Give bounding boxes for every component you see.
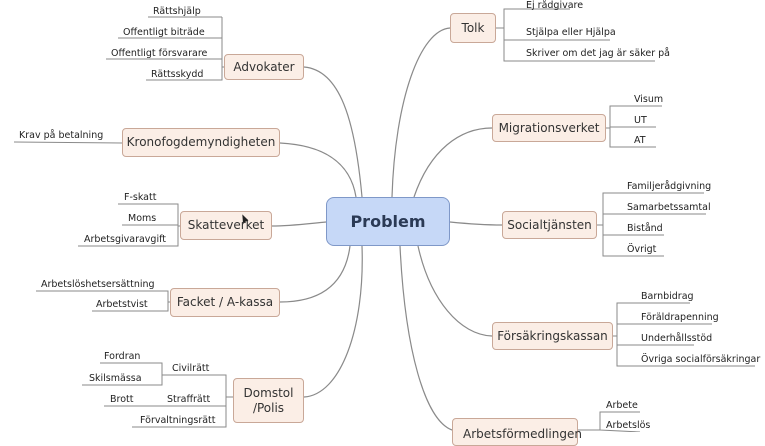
leaf-arbetslos[interactable]: Arbetslös (606, 420, 651, 431)
leaf-offentligt-forsvarare[interactable]: Offentligt försvarare (111, 48, 208, 59)
leaf-fordran[interactable]: Fordran (104, 351, 141, 362)
node-advokater-label: Advokater (233, 59, 295, 74)
node-kronofogdemyndigheten[interactable]: Kronofogdemyndigheten (122, 128, 280, 157)
connector-kronofogd (279, 142, 357, 198)
leaf-brott[interactable]: Brott (110, 394, 134, 405)
leaf-arbetsloshetsersattning[interactable]: Arbetslöshetsersättning (41, 279, 155, 290)
connector-skatteverket (271, 221, 327, 227)
connector-forsakringskassan (417, 245, 493, 337)
leaf-arbetsgivaravgift[interactable]: Arbetsgivaravgift (84, 234, 166, 245)
leaf-underhallsstod[interactable]: Underhållsstöd (641, 333, 713, 344)
leaf-skilsmassa[interactable]: Skilsmässa (89, 373, 142, 384)
leaf-familjeradgivning[interactable]: Familjerådgivning (627, 181, 712, 192)
node-skatteverket[interactable]: Skatteverket (180, 211, 272, 240)
connectors (271, 27, 503, 431)
node-migrationsverket-label: Migrationsverket (498, 120, 600, 135)
node-tolk-label: Tolk (461, 20, 485, 35)
node-facket-a-kassa[interactable]: Facket / A-kassa (170, 288, 280, 317)
connector-socialtjansten (449, 221, 503, 226)
leaf-foraldrapenning[interactable]: Föräldrapenning (641, 312, 719, 323)
leaf-krav-pa-betalning[interactable]: Krav på betalning (19, 130, 104, 141)
leaf-visum[interactable]: Visum (634, 94, 664, 105)
node-migrationsverket[interactable]: Migrationsverket (492, 114, 606, 142)
node-arbetsformedlingen-label: Arbetsförmedlingen (463, 427, 582, 441)
leaf-moms[interactable]: Moms (128, 213, 157, 224)
node-forsakringskassan-label: Försäkringskassan (497, 328, 608, 343)
node-arbetsformedlingen[interactable]: Arbetsförmedlingen (452, 418, 582, 446)
node-advokater[interactable]: Advokater (224, 54, 304, 80)
leaf-ovrigt[interactable]: Övrigt (627, 244, 657, 255)
node-domstol-label-2: /Polis (252, 400, 285, 415)
leaf-skriver-om[interactable]: Skriver om det jag är säker på (526, 48, 670, 59)
node-kronofogd-label: Kronofogdemyndigheten (126, 135, 276, 149)
leaf-ej-radgivare[interactable]: Ej rådgivare (526, 0, 584, 11)
leaf-civilratt[interactable]: Civilrätt (172, 363, 210, 374)
leaf-straffratt[interactable]: Straffrätt (167, 394, 211, 405)
node-socialtjansten[interactable]: Socialtjänsten (502, 211, 597, 239)
connector-arbetsformedlingen (399, 245, 453, 431)
leaf-samarbetssamtal[interactable]: Samarbetssamtal (627, 202, 711, 213)
leaf-f-skatt[interactable]: F-skatt (124, 192, 157, 203)
connector-domstol (303, 245, 363, 398)
center-node-label: Problem (350, 212, 426, 231)
mind-map-canvas (13, 8, 755, 432)
connector-migrationsverket (413, 127, 493, 198)
node-socialtjansten-label: Socialtjänsten (507, 217, 592, 232)
node-skatteverket-label: Skatteverket (187, 218, 265, 232)
leaf-forvaltningsratt[interactable]: Förvaltningsrätt (140, 415, 216, 426)
leaf-bistand[interactable]: Bistånd (627, 223, 663, 234)
node-domstol-polis[interactable]: Domstol /Polis (233, 378, 304, 423)
connector-facket (279, 245, 351, 303)
leaf-ovriga-socialforsakringar[interactable]: Övriga socialförsäkringar (641, 354, 761, 365)
leaf-barnbidrag[interactable]: Barnbidrag (641, 291, 694, 302)
leaf-at[interactable]: AT (634, 135, 646, 146)
node-facket-label: Facket / A-kassa (176, 295, 274, 309)
center-node-problem[interactable]: Problem (326, 197, 450, 246)
leaf-connectors (13, 8, 755, 432)
leaf-arbete[interactable]: Arbete (606, 400, 638, 411)
connector-advokater (303, 66, 363, 198)
leaf-ut[interactable]: UT (634, 115, 647, 126)
leaf-stjalpa-eller-hjalpa[interactable]: Stjälpa eller Hjälpa (526, 27, 616, 38)
node-domstol-label-1: Domstol (243, 385, 294, 400)
node-tolk[interactable]: Tolk (450, 13, 496, 43)
leaf-offentligt-bitrade[interactable]: Offentligt biträde (123, 27, 205, 38)
node-forsakringskassan[interactable]: Försäkringskassan (492, 322, 613, 350)
leaf-arbetstvist[interactable]: Arbetstvist (96, 299, 148, 310)
leaf-rattshjalp[interactable]: Rättshjälp (153, 6, 201, 17)
leaf-rattsskydd[interactable]: Rättsskydd (151, 69, 204, 80)
connector-tolk (391, 27, 451, 198)
